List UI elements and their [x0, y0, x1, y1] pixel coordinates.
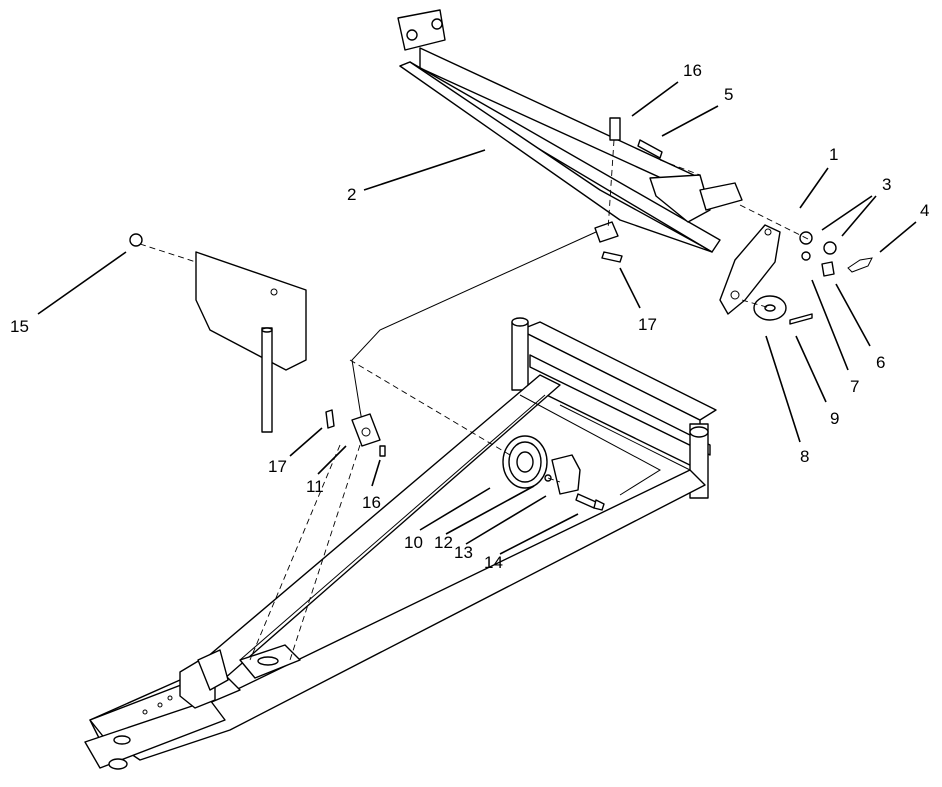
callout-5: 5: [724, 85, 733, 104]
callout-17-left: 17: [268, 457, 287, 476]
callout-9: 9: [830, 409, 839, 428]
callout-15: 15: [10, 317, 29, 336]
callout-13: 13: [454, 543, 473, 562]
callout-16-top: 16: [683, 61, 702, 80]
leader-lines: [37, 81, 917, 555]
callout-12: 12: [434, 533, 453, 552]
callout-1: 1: [829, 145, 838, 164]
hardware-right: [129, 117, 873, 325]
idler-pulley: [502, 435, 605, 511]
callout-11: 11: [306, 477, 324, 496]
tow-frame: [84, 317, 717, 770]
callout-16-bottom: 16: [362, 493, 381, 512]
callout-4: 4: [920, 201, 929, 220]
callout-10: 10: [404, 533, 423, 552]
lift-arm-assembly: [397, 9, 781, 315]
callout-2: 2: [347, 185, 356, 204]
assembly-lines: [139, 139, 811, 661]
callout-labels: 1 2 3 4 5 6 7 8 9 10 11 12 13 14 15 16 1…: [10, 61, 929, 572]
callout-7: 7: [850, 377, 859, 396]
callout-8: 8: [800, 447, 809, 466]
callout-17-right: 17: [638, 315, 657, 334]
cable-clevis: [325, 409, 386, 457]
deflector-plate: [195, 251, 307, 433]
callout-14: 14: [484, 553, 503, 572]
callout-3: 3: [882, 175, 891, 194]
callout-6: 6: [876, 353, 885, 372]
